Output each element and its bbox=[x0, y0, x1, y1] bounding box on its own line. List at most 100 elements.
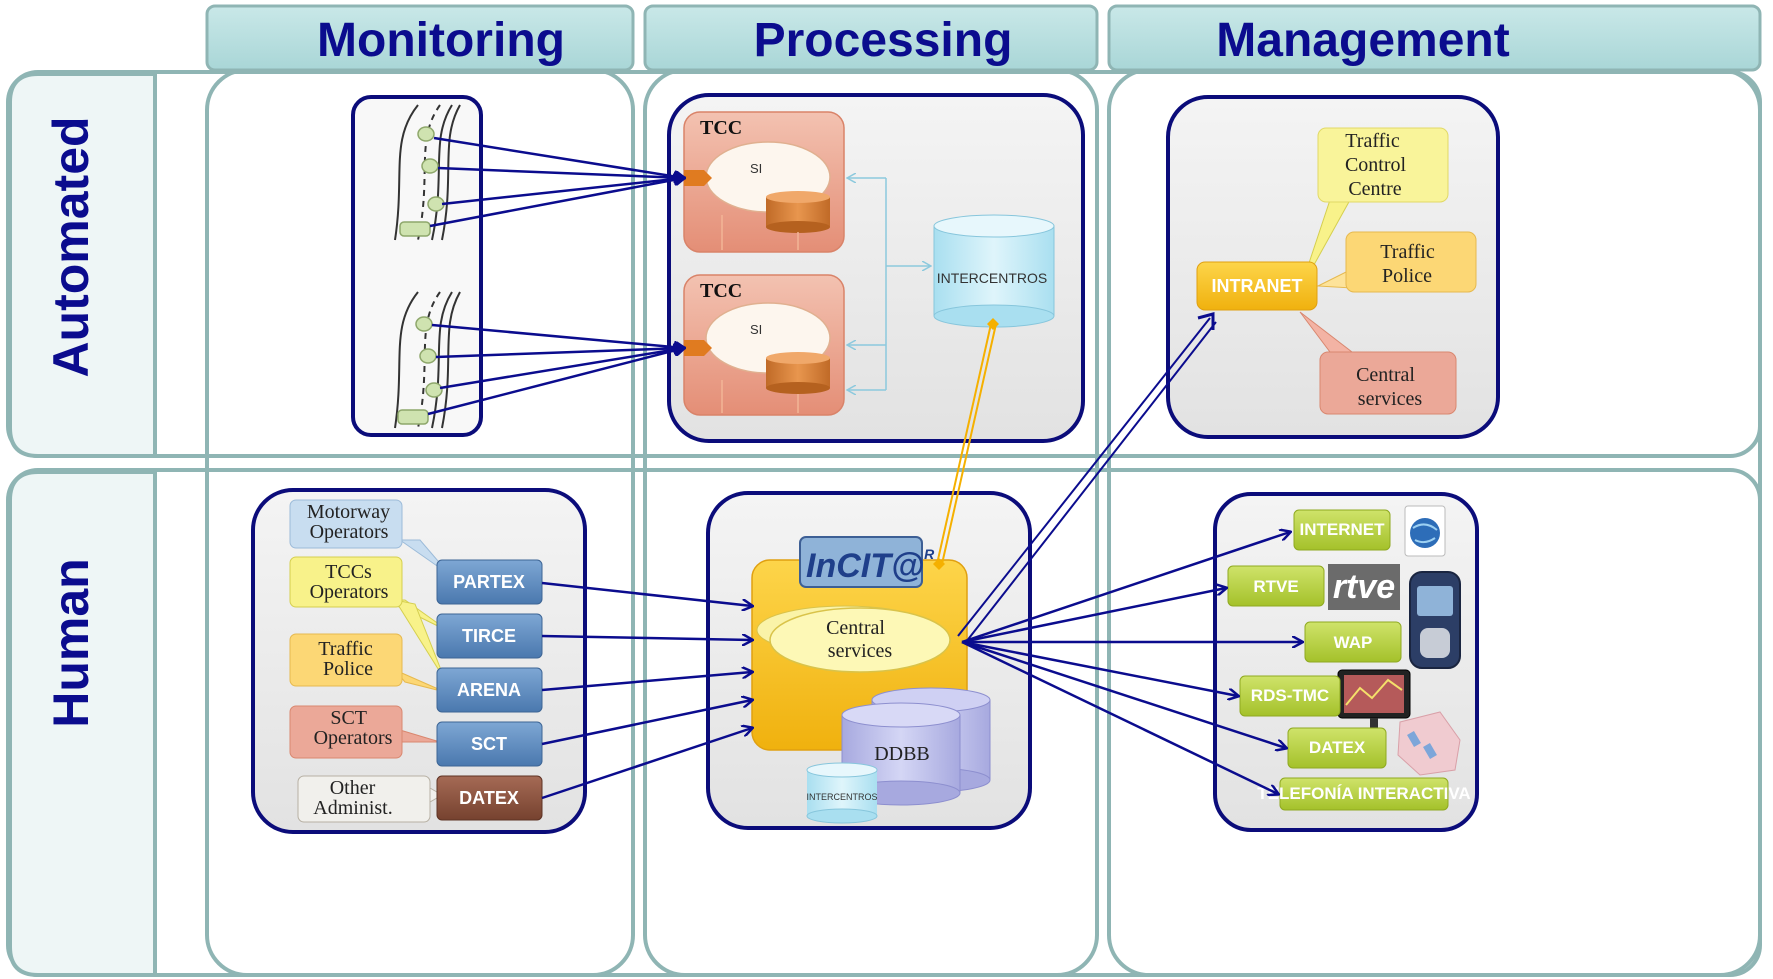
arrow-sensor-to-tcc bbox=[431, 323, 684, 348]
column-header-management: Management bbox=[1216, 14, 1509, 67]
system-tirce-label: TIRCE bbox=[462, 626, 516, 646]
callout-sct-label: SCT Operators bbox=[314, 707, 393, 749]
intranet-box bbox=[1196, 261, 1318, 311]
sensor-nodes bbox=[397, 126, 445, 425]
ddbb-database: DDBB bbox=[841, 687, 991, 806]
sensor-node bbox=[415, 316, 433, 332]
callout-motorway-label: Motorway Operators bbox=[307, 501, 395, 543]
callout-tail-other bbox=[429, 787, 443, 803]
system-datex-label: DATEX bbox=[459, 788, 519, 808]
rtve-logo-box bbox=[1328, 564, 1400, 610]
arrow-sensor-to-tcc bbox=[433, 136, 684, 178]
system-partex-label: PARTEX bbox=[453, 572, 525, 592]
callout-traffic-police bbox=[289, 633, 403, 687]
sensor-node bbox=[425, 382, 443, 398]
globe-icon bbox=[1404, 505, 1446, 557]
orange-link bbox=[933, 318, 999, 570]
arrow-sensor-to-tcc bbox=[429, 178, 684, 228]
arrow-sensor-to-tcc bbox=[427, 348, 684, 416]
row-header-automated: Automated bbox=[43, 116, 99, 377]
automated-management-panel: INTRANET Traffic Control Centre Traffic … bbox=[1166, 95, 1500, 439]
arrow-tirce-to-central bbox=[541, 636, 752, 640]
tcc-label-bottom: TCC bbox=[700, 280, 742, 302]
rtve-label: RTVE bbox=[1253, 577, 1298, 596]
arrow-sct-to-central bbox=[541, 700, 752, 746]
tcc-box-bottom: TCC SI bbox=[683, 274, 845, 416]
system-arena-label: ARENA bbox=[457, 680, 521, 700]
wap-label: WAP bbox=[1334, 633, 1373, 652]
arrow-to-telefonia bbox=[961, 640, 1278, 794]
central-services-box-automated bbox=[1319, 351, 1457, 415]
system-partex bbox=[436, 559, 543, 605]
row-header-cells: Automated Human bbox=[8, 72, 157, 977]
arrow-to-rtve bbox=[961, 588, 1226, 644]
traffic-control-centre-label: Traffic Control Centre bbox=[1345, 130, 1411, 200]
telefonia-interactiva-label: TELEFONÍA INTERACTIVA bbox=[1257, 784, 1470, 803]
callout-other-label: Other Administ. bbox=[313, 777, 392, 819]
sensor-arrows bbox=[427, 136, 684, 416]
callout-police-label: Traffic Police bbox=[318, 638, 377, 680]
intranet-label: INTRANET bbox=[1212, 276, 1303, 296]
callout-sct-operators bbox=[289, 705, 403, 759]
mobile-phone-icon bbox=[1409, 571, 1461, 669]
si-label-bottom: SI bbox=[750, 322, 762, 337]
intercentros-database: INTERCENTROS bbox=[933, 214, 1055, 328]
map-icon bbox=[1397, 711, 1461, 776]
arrow-to-internet bbox=[961, 532, 1290, 644]
column-header-processing-box bbox=[643, 4, 1099, 72]
sensor-node bbox=[399, 221, 431, 237]
callout-tccs-label: TCCs Operators bbox=[310, 561, 389, 603]
sensor-node bbox=[397, 409, 429, 425]
arrow-sensor-to-tcc bbox=[435, 348, 684, 359]
sensor-node bbox=[427, 196, 445, 212]
arrow-sensor-to-tcc bbox=[437, 166, 684, 178]
intercentros-connectors bbox=[848, 178, 930, 390]
road-icon-bottom bbox=[394, 291, 461, 429]
system-arrows bbox=[541, 581, 752, 800]
incita-logo-box bbox=[799, 536, 923, 588]
row-header-human-cell bbox=[8, 470, 157, 977]
database-icon-bottom bbox=[766, 352, 830, 394]
callout-motorway-operators bbox=[289, 499, 403, 549]
rds-tmc-label: RDS-TMC bbox=[1251, 686, 1329, 705]
road-sensors-panel bbox=[351, 95, 483, 437]
arrow-arena-to-central bbox=[541, 672, 752, 692]
wap-button bbox=[1304, 621, 1402, 663]
distribution-arrows bbox=[961, 532, 1302, 794]
column-header-management-box bbox=[1107, 4, 1762, 72]
tcc-box-top: TCC SI bbox=[683, 111, 845, 253]
sensor-node bbox=[419, 348, 437, 364]
callout-tccs-operators bbox=[289, 556, 403, 608]
arrow-sensor-to-tcc bbox=[439, 348, 684, 390]
arrow-datex-to-central bbox=[541, 728, 752, 800]
input-port-top bbox=[684, 170, 704, 186]
intercentros-label: INTERCENTROS bbox=[937, 270, 1047, 286]
traffic-control-centre-box bbox=[1317, 127, 1449, 203]
rtve-logo: rtve bbox=[1333, 568, 1395, 606]
column-header-processing: Processing bbox=[754, 14, 1013, 67]
arrow-to-intranet bbox=[957, 312, 1217, 643]
tcc-label-top: TCC bbox=[700, 117, 742, 139]
traffic-police-label: Traffic Police bbox=[1380, 241, 1439, 287]
si-label-top: SI bbox=[750, 161, 762, 176]
arrow-to-rds-tmc bbox=[961, 640, 1238, 696]
row-header-automated-cell bbox=[8, 72, 157, 458]
sensor-node bbox=[421, 158, 439, 174]
central-services-label: Central services bbox=[826, 617, 892, 662]
arrow-partex-to-central bbox=[541, 581, 752, 606]
callout-tail-tccs-2 bbox=[393, 599, 446, 681]
intercentros-small-label: INTERCENTROS bbox=[806, 792, 877, 802]
column-header-monitoring: Monitoring bbox=[317, 14, 565, 67]
ddbb-label: DDBB bbox=[874, 743, 930, 765]
system-sct-label: SCT bbox=[471, 734, 507, 754]
row-header-human: Human bbox=[43, 558, 99, 727]
automated-processing-panel: TCC SI TCC SI bbox=[667, 93, 1085, 443]
human-processing-panel: InCIT@R Central services DDBB INTERCENTR… bbox=[706, 491, 1032, 830]
incita-logo: InCIT@R bbox=[806, 546, 935, 585]
internet-button bbox=[1293, 509, 1391, 551]
input-port-bottom bbox=[684, 340, 704, 356]
arrow-sensor-to-tcc bbox=[441, 178, 684, 206]
arrow-to-datex bbox=[961, 640, 1286, 748]
central-services-ellipse bbox=[769, 607, 951, 673]
